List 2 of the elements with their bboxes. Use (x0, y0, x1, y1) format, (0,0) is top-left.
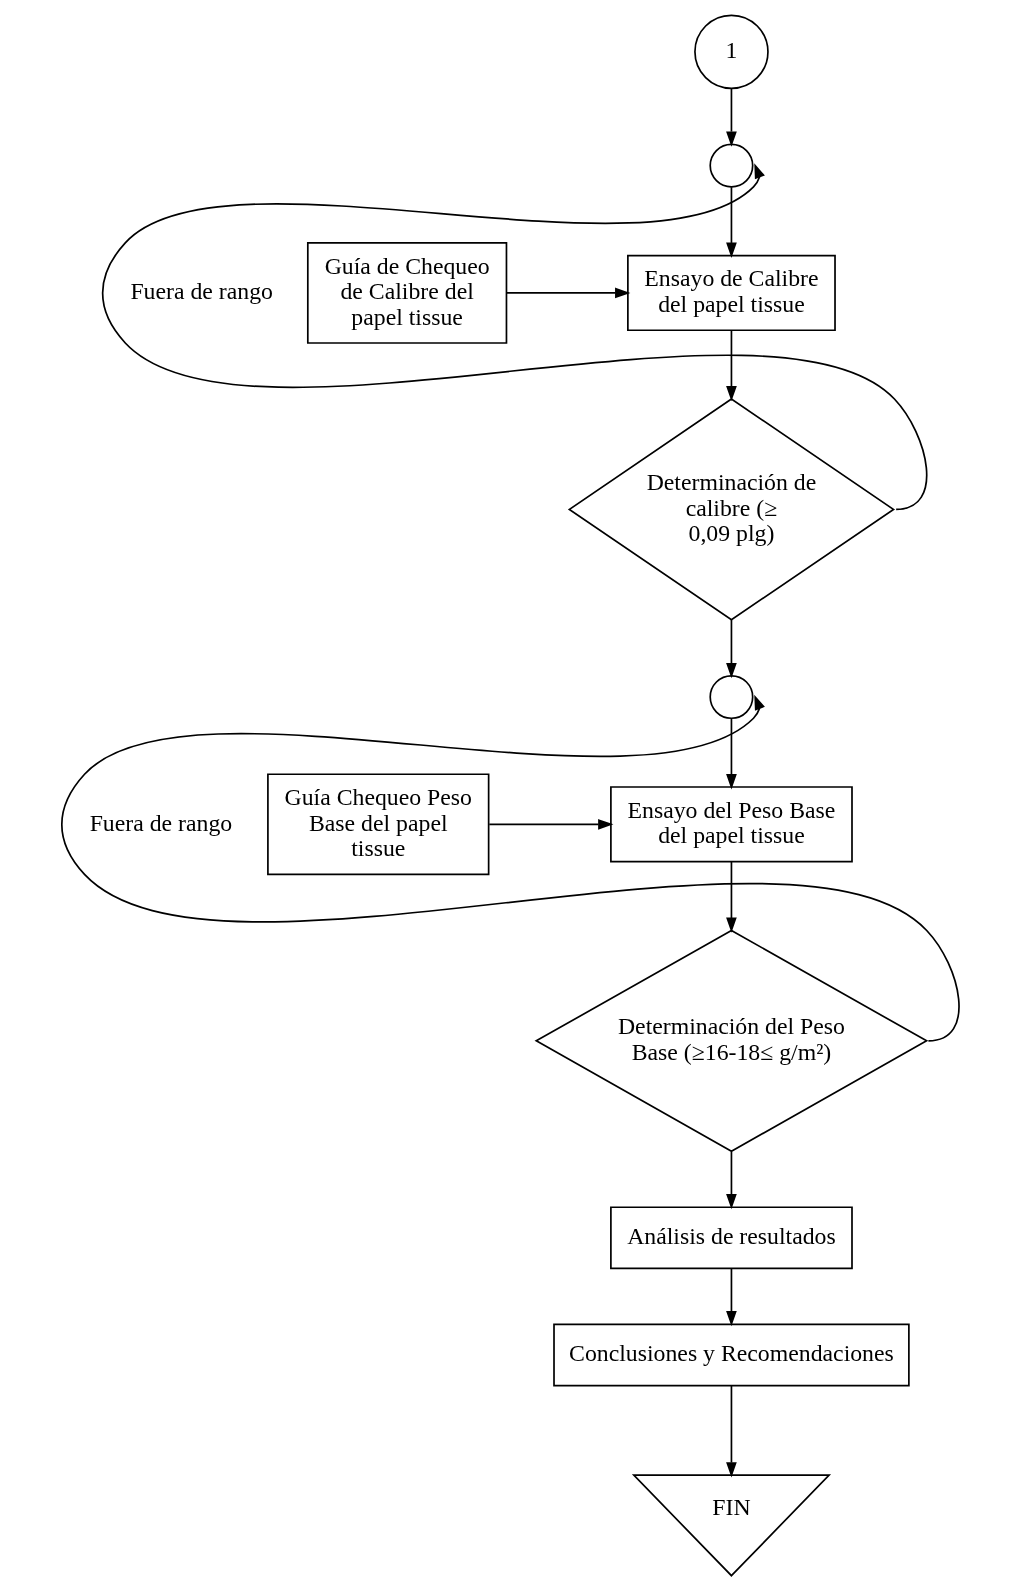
edge-label: Fuera de rango (129, 278, 273, 305)
edge-label: Fuera de rango (89, 809, 232, 836)
